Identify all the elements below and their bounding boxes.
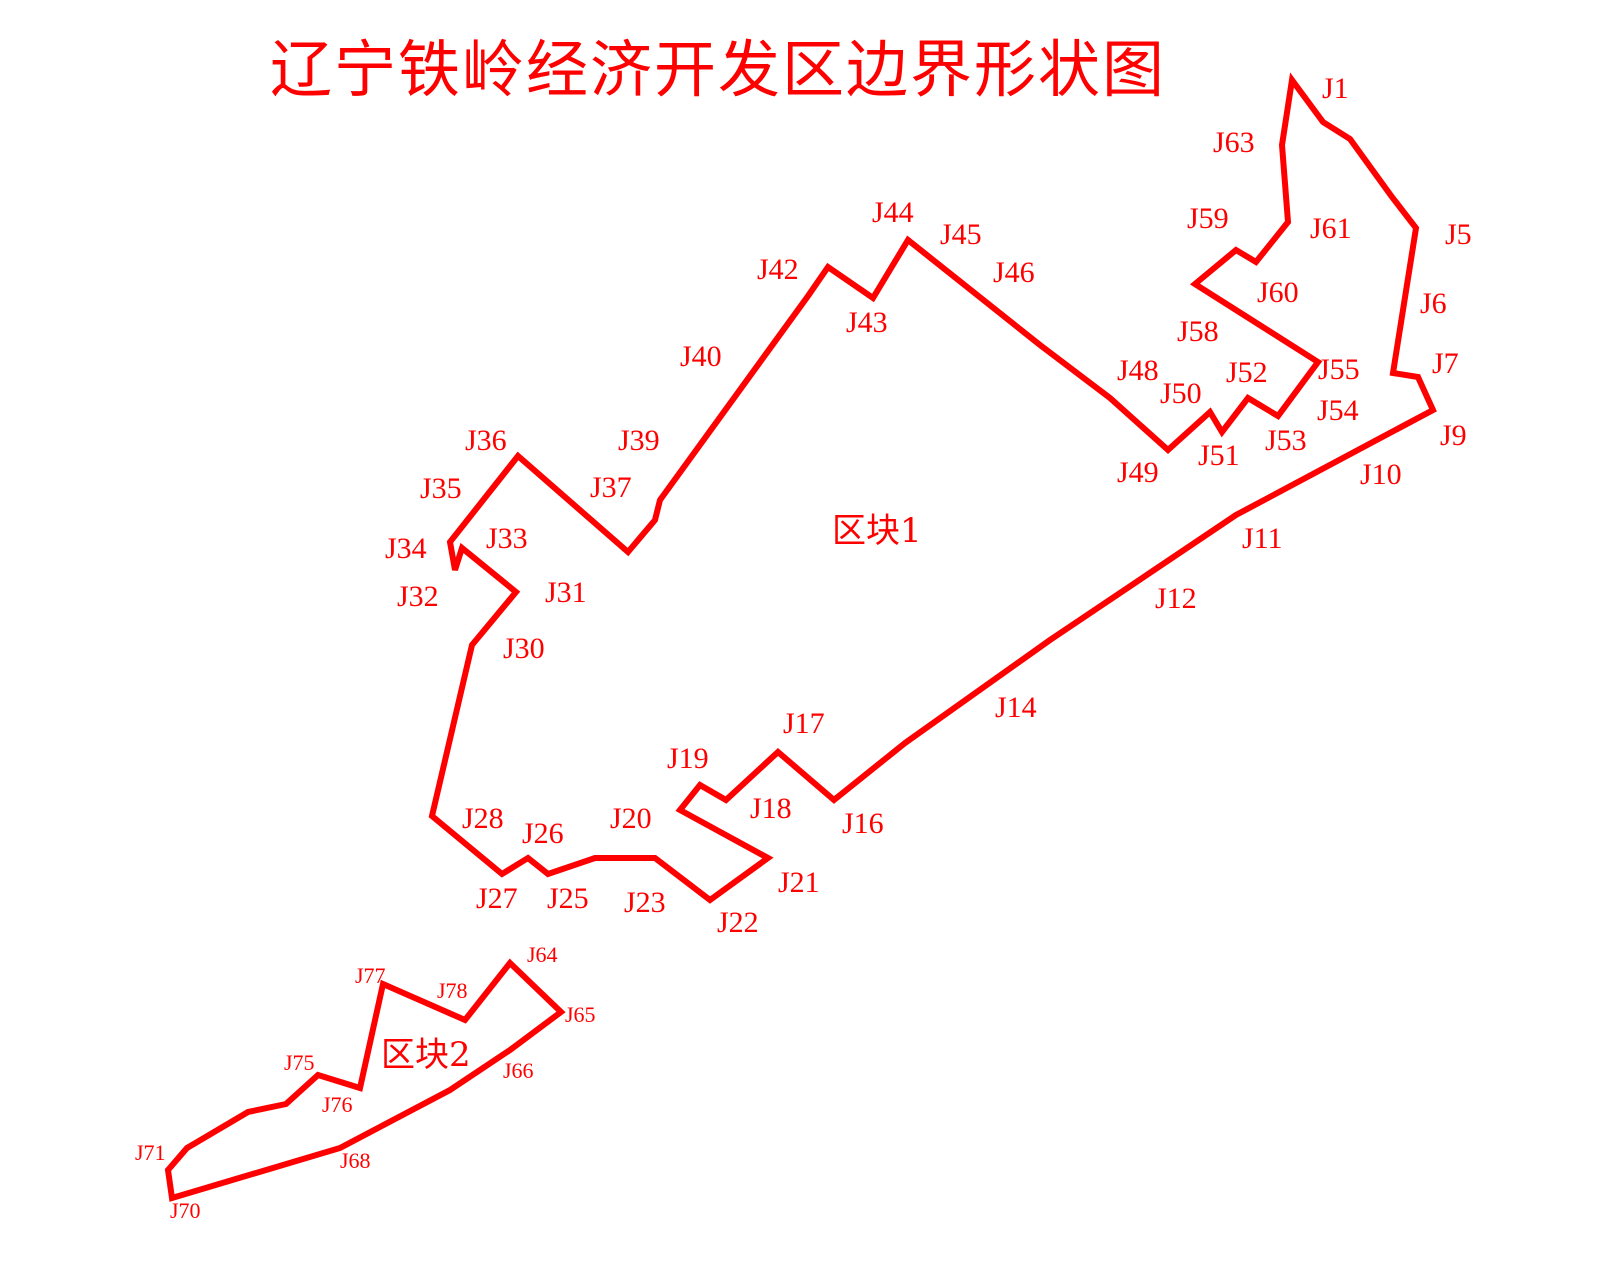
point-label-j70: J70 — [170, 1198, 201, 1223]
point-label-j43: J43 — [846, 306, 888, 339]
point-label-j1: J1 — [1322, 72, 1349, 105]
block-1: 区块1 — [428, 72, 1437, 904]
point-label-j28: J28 — [462, 802, 504, 835]
point-label-j76: J76 — [322, 1092, 353, 1117]
point-label-j58: J58 — [1177, 315, 1219, 348]
point-label-j11: J11 — [1242, 522, 1283, 555]
point-label-j6: J6 — [1420, 287, 1447, 320]
point-label-j37: J37 — [590, 471, 632, 504]
point-label-j61: J61 — [1310, 212, 1352, 245]
point-label-j65: J65 — [565, 1002, 596, 1027]
point-label-j71: J71 — [135, 1140, 166, 1165]
point-label-j49: J49 — [1117, 456, 1159, 489]
point-label-j10: J10 — [1360, 458, 1402, 491]
point-label-j35: J35 — [420, 472, 462, 505]
point-label-j25: J25 — [547, 882, 589, 915]
point-label-j27: J27 — [476, 882, 518, 915]
point-label-j9: J9 — [1440, 419, 1467, 452]
point-label-j63: J63 — [1213, 126, 1255, 159]
point-label-j33: J33 — [486, 522, 528, 555]
point-label-j17: J17 — [783, 707, 825, 740]
point-label-j39: J39 — [618, 424, 660, 457]
block-2-boundary — [164, 958, 566, 1202]
point-label-j44: J44 — [872, 196, 914, 229]
point-label-j16: J16 — [842, 807, 884, 840]
point-label-j23: J23 — [624, 886, 666, 919]
point-label-j64: J64 — [527, 942, 558, 967]
point-label-j30: J30 — [503, 632, 545, 665]
block-2: 区块2 — [164, 958, 566, 1202]
point-label-j19: J19 — [667, 742, 709, 775]
point-label-j32: J32 — [397, 580, 439, 613]
block-1-boundary — [428, 72, 1437, 904]
point-label-j52: J52 — [1226, 356, 1268, 389]
point-label-j53: J53 — [1265, 424, 1307, 457]
point-label-j46: J46 — [993, 256, 1035, 289]
point-label-j40: J40 — [680, 340, 722, 373]
point-label-j18: J18 — [750, 792, 792, 825]
map-title: 辽宁铁岭经济开发区边界形状图 — [270, 33, 1167, 106]
point-label-j12: J12 — [1155, 582, 1197, 615]
block-1-name: 区块1 — [832, 511, 922, 551]
point-label-j54: J54 — [1317, 394, 1359, 427]
point-label-j50: J50 — [1160, 377, 1202, 410]
point-label-j36: J36 — [465, 424, 507, 457]
point-label-j22: J22 — [717, 906, 759, 939]
point-label-j45: J45 — [940, 218, 982, 251]
point-label-j42: J42 — [757, 253, 799, 286]
point-label-j5: J5 — [1445, 218, 1472, 251]
point-label-j55: J55 — [1318, 353, 1360, 386]
point-label-j21: J21 — [778, 866, 820, 899]
point-label-j51: J51 — [1198, 439, 1240, 472]
point-label-j48: J48 — [1117, 354, 1159, 387]
point-label-j66: J66 — [503, 1058, 534, 1083]
point-label-j60: J60 — [1257, 276, 1299, 309]
point-label-j59: J59 — [1187, 202, 1229, 235]
point-label-j78: J78 — [437, 978, 468, 1003]
point-label-j20: J20 — [610, 802, 652, 835]
point-label-j7: J7 — [1432, 347, 1459, 380]
block-2-name: 区块2 — [381, 1035, 471, 1075]
point-label-j31: J31 — [545, 576, 587, 609]
point-label-j77: J77 — [355, 963, 386, 988]
point-label-j68: J68 — [340, 1148, 371, 1173]
point-label-j26: J26 — [522, 817, 564, 850]
point-label-j14: J14 — [995, 691, 1037, 724]
point-label-j34: J34 — [385, 532, 427, 565]
point-label-j75: J75 — [284, 1050, 315, 1075]
